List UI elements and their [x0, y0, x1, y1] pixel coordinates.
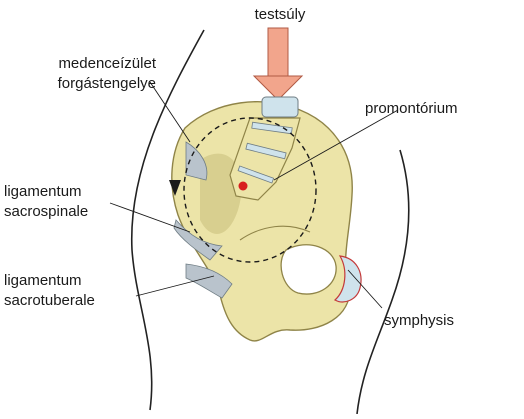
leader-sacrotuberale	[135, 275, 215, 297]
sacrospinale-ligament	[173, 219, 223, 261]
spine	[229, 96, 301, 201]
label-sacrotuberale-line2: sacrotuberale	[4, 292, 95, 309]
leader-axis	[149, 81, 191, 143]
pubis-surface	[333, 255, 362, 303]
axis-point	[238, 181, 248, 191]
body-weight-arrow	[252, 27, 304, 101]
label-axis-line2: forgástengelye	[57, 75, 156, 92]
vertebra-top	[261, 96, 299, 118]
ligaments	[173, 141, 233, 299]
label-sacrospinale-line2: sacrospinale	[4, 203, 89, 220]
rotation-arrowhead	[169, 180, 181, 196]
leader-lines	[109, 81, 399, 309]
label-axis-line1: medenceízület	[58, 55, 156, 72]
rotation-axis-circle	[183, 117, 317, 263]
label-symphysis: symphysis	[384, 312, 455, 329]
obturator-hole	[280, 244, 337, 295]
sacrum	[229, 117, 301, 201]
label-sacrotuberale-line1: ligamentum	[4, 272, 82, 289]
body-outline	[130, 29, 410, 415]
label-body-weight: testsúly	[254, 6, 306, 23]
leader-promontory	[273, 109, 399, 181]
left-body-contour	[130, 29, 205, 411]
sacrotuberale-ligament	[185, 263, 233, 299]
leader-symphysis	[347, 269, 383, 309]
leader-sacrospinale	[109, 202, 191, 233]
sacrospinale-ligament-upper	[185, 141, 208, 181]
label-sacrospinale-line1: ligamentum	[4, 183, 82, 200]
label-promontory: promontórium	[365, 100, 458, 117]
right-body-contour	[356, 149, 410, 415]
inner-rim	[239, 225, 311, 241]
